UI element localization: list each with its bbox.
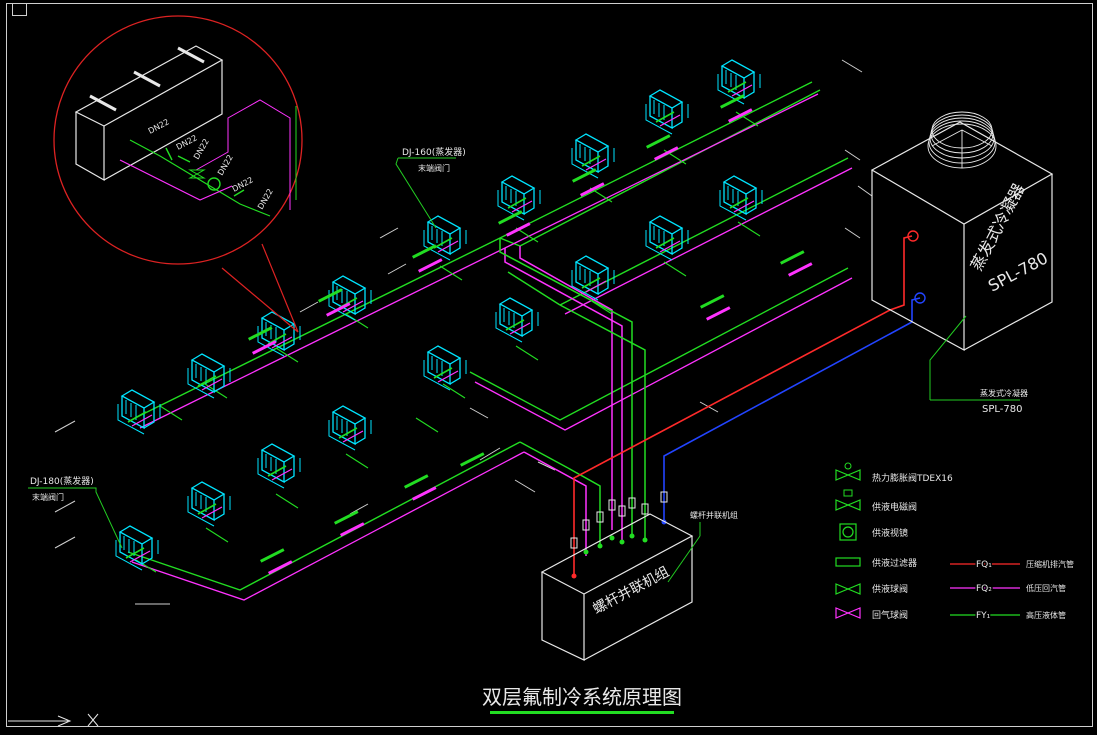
condenser-callout-model: SPL-780 — [982, 404, 1022, 415]
detail-label: DN22 — [175, 133, 199, 151]
compressor-unit-callout: 螺杆并联机组 — [690, 510, 738, 520]
evaporator-upper-callout: DJ-160(蒸发器) 末端阀门 — [395, 146, 466, 229]
svg-text:DJ-180(蒸发器): DJ-180(蒸发器) — [30, 475, 94, 487]
ucs-axis-icon — [8, 713, 99, 727]
lower-floor-suction-pipes — [131, 451, 525, 601]
evaporator-units-lower — [115, 405, 372, 571]
detail-label: DN22 — [256, 187, 275, 211]
compressor-unit-label: 螺杆并联机组 — [590, 564, 672, 618]
discharge-pipe — [573, 235, 913, 576]
title-underline — [490, 711, 674, 714]
ball-valve-icon — [835, 583, 861, 595]
svg-text:DJ-160(蒸发器): DJ-160(蒸发器) — [402, 146, 466, 158]
viewport-control-icon[interactable] — [12, 3, 27, 16]
evaporator-lower-callout: DJ-180(蒸发器) 末端阀门 — [28, 475, 123, 549]
legend-pipe-code: FQ₂ — [976, 584, 992, 594]
compressor-unit-box — [540, 513, 694, 661]
detail-magnifier: DN22 DN22 DN22 DN22 DN22 DN22 — [53, 15, 303, 333]
return-valve-icon — [835, 607, 861, 619]
expansion-valve-icon — [835, 462, 861, 481]
legend-label: 供液过滤器 — [872, 557, 917, 569]
solenoid-valve-icon — [835, 489, 861, 511]
upper-floor-liquid-pipes — [134, 81, 849, 421]
condensate-pipe — [663, 297, 921, 524]
legend-pipe-label: 高压液体管 — [1026, 610, 1066, 620]
pipe-annotations — [248, 94, 805, 563]
condenser-callout: 蒸发式冷凝器 — [980, 388, 1028, 398]
legend-label: 供液电磁阀 — [872, 501, 917, 513]
legend-pipe-code: FY₁ — [976, 611, 991, 621]
upper-floor-suction-pipes — [139, 93, 853, 431]
floor-plane-lines — [54, 59, 873, 605]
svg-text:末端阀门: 末端阀门 — [418, 163, 450, 173]
legend-label: 供液球阀 — [872, 583, 908, 595]
legend-pipe-label: 压缩机排汽管 — [1026, 559, 1074, 569]
legend-label: 供液视镜 — [872, 527, 908, 539]
drawing-title: 双层氟制冷系统原理图 — [482, 685, 682, 709]
legend-label: 热力膨胀阀TDEX16 — [872, 472, 953, 484]
filter-icon — [835, 557, 861, 567]
legend-pipe-label: 低压回汽管 — [1026, 583, 1066, 593]
condenser-fan-icon — [927, 111, 997, 169]
condenser-face-model: SPL-780 — [985, 248, 1051, 295]
legend-pipe-code: FQ₁ — [976, 560, 992, 570]
riser-pipes — [499, 238, 646, 556]
evaporator-units-upper — [117, 59, 763, 435]
detail-label: DN22 — [147, 117, 171, 135]
sight-glass-icon — [839, 523, 857, 541]
legend-label: 回气球阀 — [872, 609, 908, 621]
legend: 热力膨胀阀TDEX16 供液电磁阀 供液视镜 供液过滤器 供液球阀 回气球阀 F… — [835, 462, 1074, 623]
svg-text:末端阀门: 末端阀门 — [32, 492, 64, 502]
